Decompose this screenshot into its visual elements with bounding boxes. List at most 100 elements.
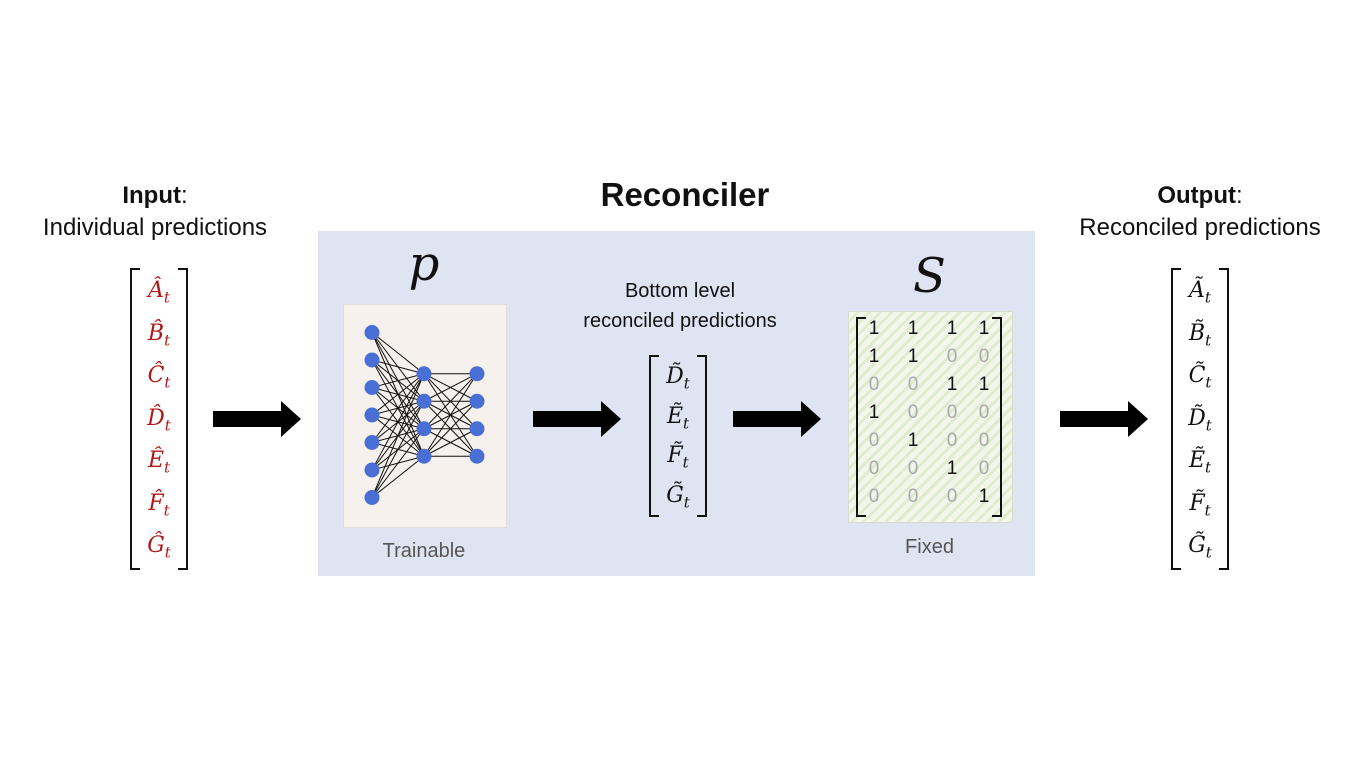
entry-symbol: G̃ <box>1188 533 1206 558</box>
neural-network-diagram <box>364 325 485 505</box>
nn-node <box>364 325 380 340</box>
vector-entry: Êt <box>148 440 170 483</box>
network-symbol: p <box>408 236 440 292</box>
matrix-cell: 1 <box>868 346 880 367</box>
matrix-cell: 0 <box>946 402 958 423</box>
entry-symbol: Ẽ <box>1188 448 1206 473</box>
matrix-cell: 0 <box>946 346 958 367</box>
nn-edge <box>371 373 425 416</box>
input-heading: Input: Individual predictions <box>10 180 300 244</box>
matrix-cell: 0 <box>907 486 919 507</box>
matrix-cell: 0 <box>868 486 880 507</box>
arrow-bottom-to-matrix <box>733 401 821 437</box>
entry-symbol: B̂ <box>147 320 165 346</box>
entry-subscript: t <box>683 413 690 432</box>
entry-symbol: Ĝ <box>147 533 165 558</box>
entry-subscript: t <box>682 453 689 472</box>
entry-symbol: B̃ <box>1188 320 1206 346</box>
vector-entry: Ât <box>148 270 170 313</box>
entry-symbol: Ẽ <box>666 403 684 429</box>
entry-subscript: t <box>1204 500 1211 519</box>
arrow-to-output <box>1060 401 1148 437</box>
matrix-cell: 0 <box>868 458 880 479</box>
matrix-cell: 1 <box>907 430 919 451</box>
vector-entry: Ĝt <box>147 525 171 568</box>
nn-node <box>469 421 485 437</box>
nn-node <box>416 366 432 382</box>
nn-node <box>469 366 485 382</box>
vector-bracket-left <box>649 355 659 517</box>
entry-symbol: D̃ <box>666 364 684 389</box>
matrix-cell: 0 <box>907 402 919 423</box>
input-heading-bold: Input <box>122 182 181 209</box>
entry-subscript: t <box>1205 543 1212 562</box>
vector-bracket-left <box>130 268 140 570</box>
entry-symbol: D̂ <box>147 405 165 431</box>
vector-entry: F̃t <box>1189 483 1210 526</box>
nn-node <box>469 448 485 464</box>
entry-subscript: t <box>683 374 690 393</box>
entry-subscript: t <box>1205 330 1212 349</box>
nn-edge <box>371 373 425 388</box>
matrix-cell: 1 <box>907 318 919 339</box>
vector-bracket-right <box>697 355 707 517</box>
matrix-cell: 1 <box>978 318 990 339</box>
matrix-cell: 0 <box>946 430 958 451</box>
output-subheading: Reconciled predictions <box>1079 214 1321 241</box>
entry-symbol: Â <box>148 278 164 303</box>
matrix-cell: 1 <box>868 318 880 339</box>
output-heading-colon: : <box>1235 182 1243 209</box>
vector-entry: B̃t <box>1189 313 1211 356</box>
matrix-cell: 0 <box>978 402 990 423</box>
nn-node <box>416 421 432 437</box>
entry-subscript: t <box>164 330 171 349</box>
output-heading: Output: Reconciled predictions <box>1050 180 1350 244</box>
vector-entry: F̃t <box>667 436 688 476</box>
matrix-cell: 0 <box>978 458 990 479</box>
entry-subscript: t <box>163 288 170 307</box>
matrix-cell: 1 <box>946 458 958 479</box>
nn-edge <box>371 373 425 498</box>
entry-symbol: D̃ <box>1188 405 1206 431</box>
matrix-cell: 0 <box>946 486 958 507</box>
nn-edge <box>423 373 478 457</box>
entry-subscript: t <box>164 415 171 434</box>
vector-entry: Ẽt <box>667 397 689 437</box>
nn-edge <box>423 428 478 457</box>
matrix-cell: 0 <box>868 430 880 451</box>
matrix-cell: 1 <box>978 374 990 395</box>
entry-subscript: t <box>164 543 171 562</box>
vector-entry: C̃t <box>1189 355 1212 398</box>
matrix-caption: Fixed <box>905 536 954 558</box>
nn-edge <box>371 332 425 375</box>
vector-entry: Ĉt <box>148 355 171 398</box>
entry-symbol: G̃ <box>666 482 684 508</box>
entry-subscript: t <box>1205 415 1212 434</box>
vector-entry: F̂t <box>148 483 169 526</box>
vector-entry: D̃t <box>666 357 690 397</box>
vector-entry: D̂t <box>147 398 171 441</box>
matrix-cell: 0 <box>868 374 880 395</box>
entry-symbol: F̃ <box>667 443 683 468</box>
matrix-left-bracket <box>856 317 866 517</box>
nn-node <box>416 448 432 464</box>
matrix-cell: 1 <box>978 486 990 507</box>
nn-edge <box>371 401 425 498</box>
output-heading-bold: Output <box>1157 182 1236 209</box>
matrix-cell: 0 <box>978 346 990 367</box>
matrix-symbol: S <box>913 248 946 304</box>
nn-edge <box>423 400 478 457</box>
nn-node <box>416 393 432 409</box>
entry-subscript: t <box>683 492 690 511</box>
nn-node <box>364 380 380 395</box>
vector-entry: Ãt <box>1189 270 1211 313</box>
entry-symbol: Ã <box>1189 278 1205 303</box>
nn-edge <box>371 428 425 498</box>
vector-bracket-right <box>1219 268 1229 570</box>
input-subheading: Individual predictions <box>42 214 268 241</box>
entry-subscript: t <box>164 373 171 392</box>
vector-entry: G̃t <box>666 476 690 516</box>
arrow-network-to-bottom <box>533 401 621 437</box>
